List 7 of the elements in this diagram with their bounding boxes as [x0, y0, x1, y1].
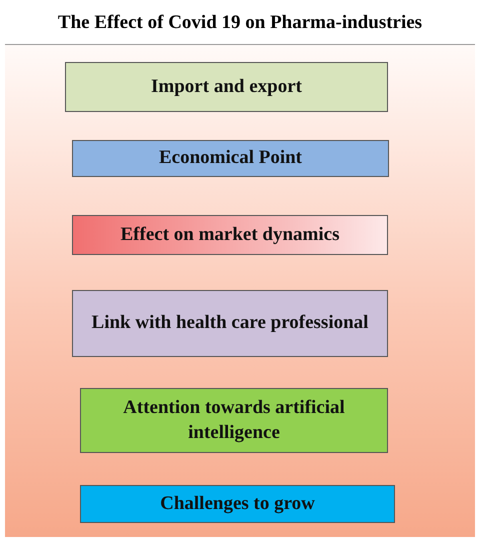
process-box: Link with health care professional [72, 290, 388, 357]
process-box: Import and export [65, 62, 388, 112]
diagram-title: The Effect of Covid 19 on Pharma-industries [56, 12, 424, 34]
process-box: Economical Point [72, 140, 389, 177]
process-box: Effect on market dynamics [72, 215, 388, 255]
process-box: Attention towards artificial intelligence [80, 388, 388, 453]
process-box: Challenges to grow [80, 485, 395, 523]
